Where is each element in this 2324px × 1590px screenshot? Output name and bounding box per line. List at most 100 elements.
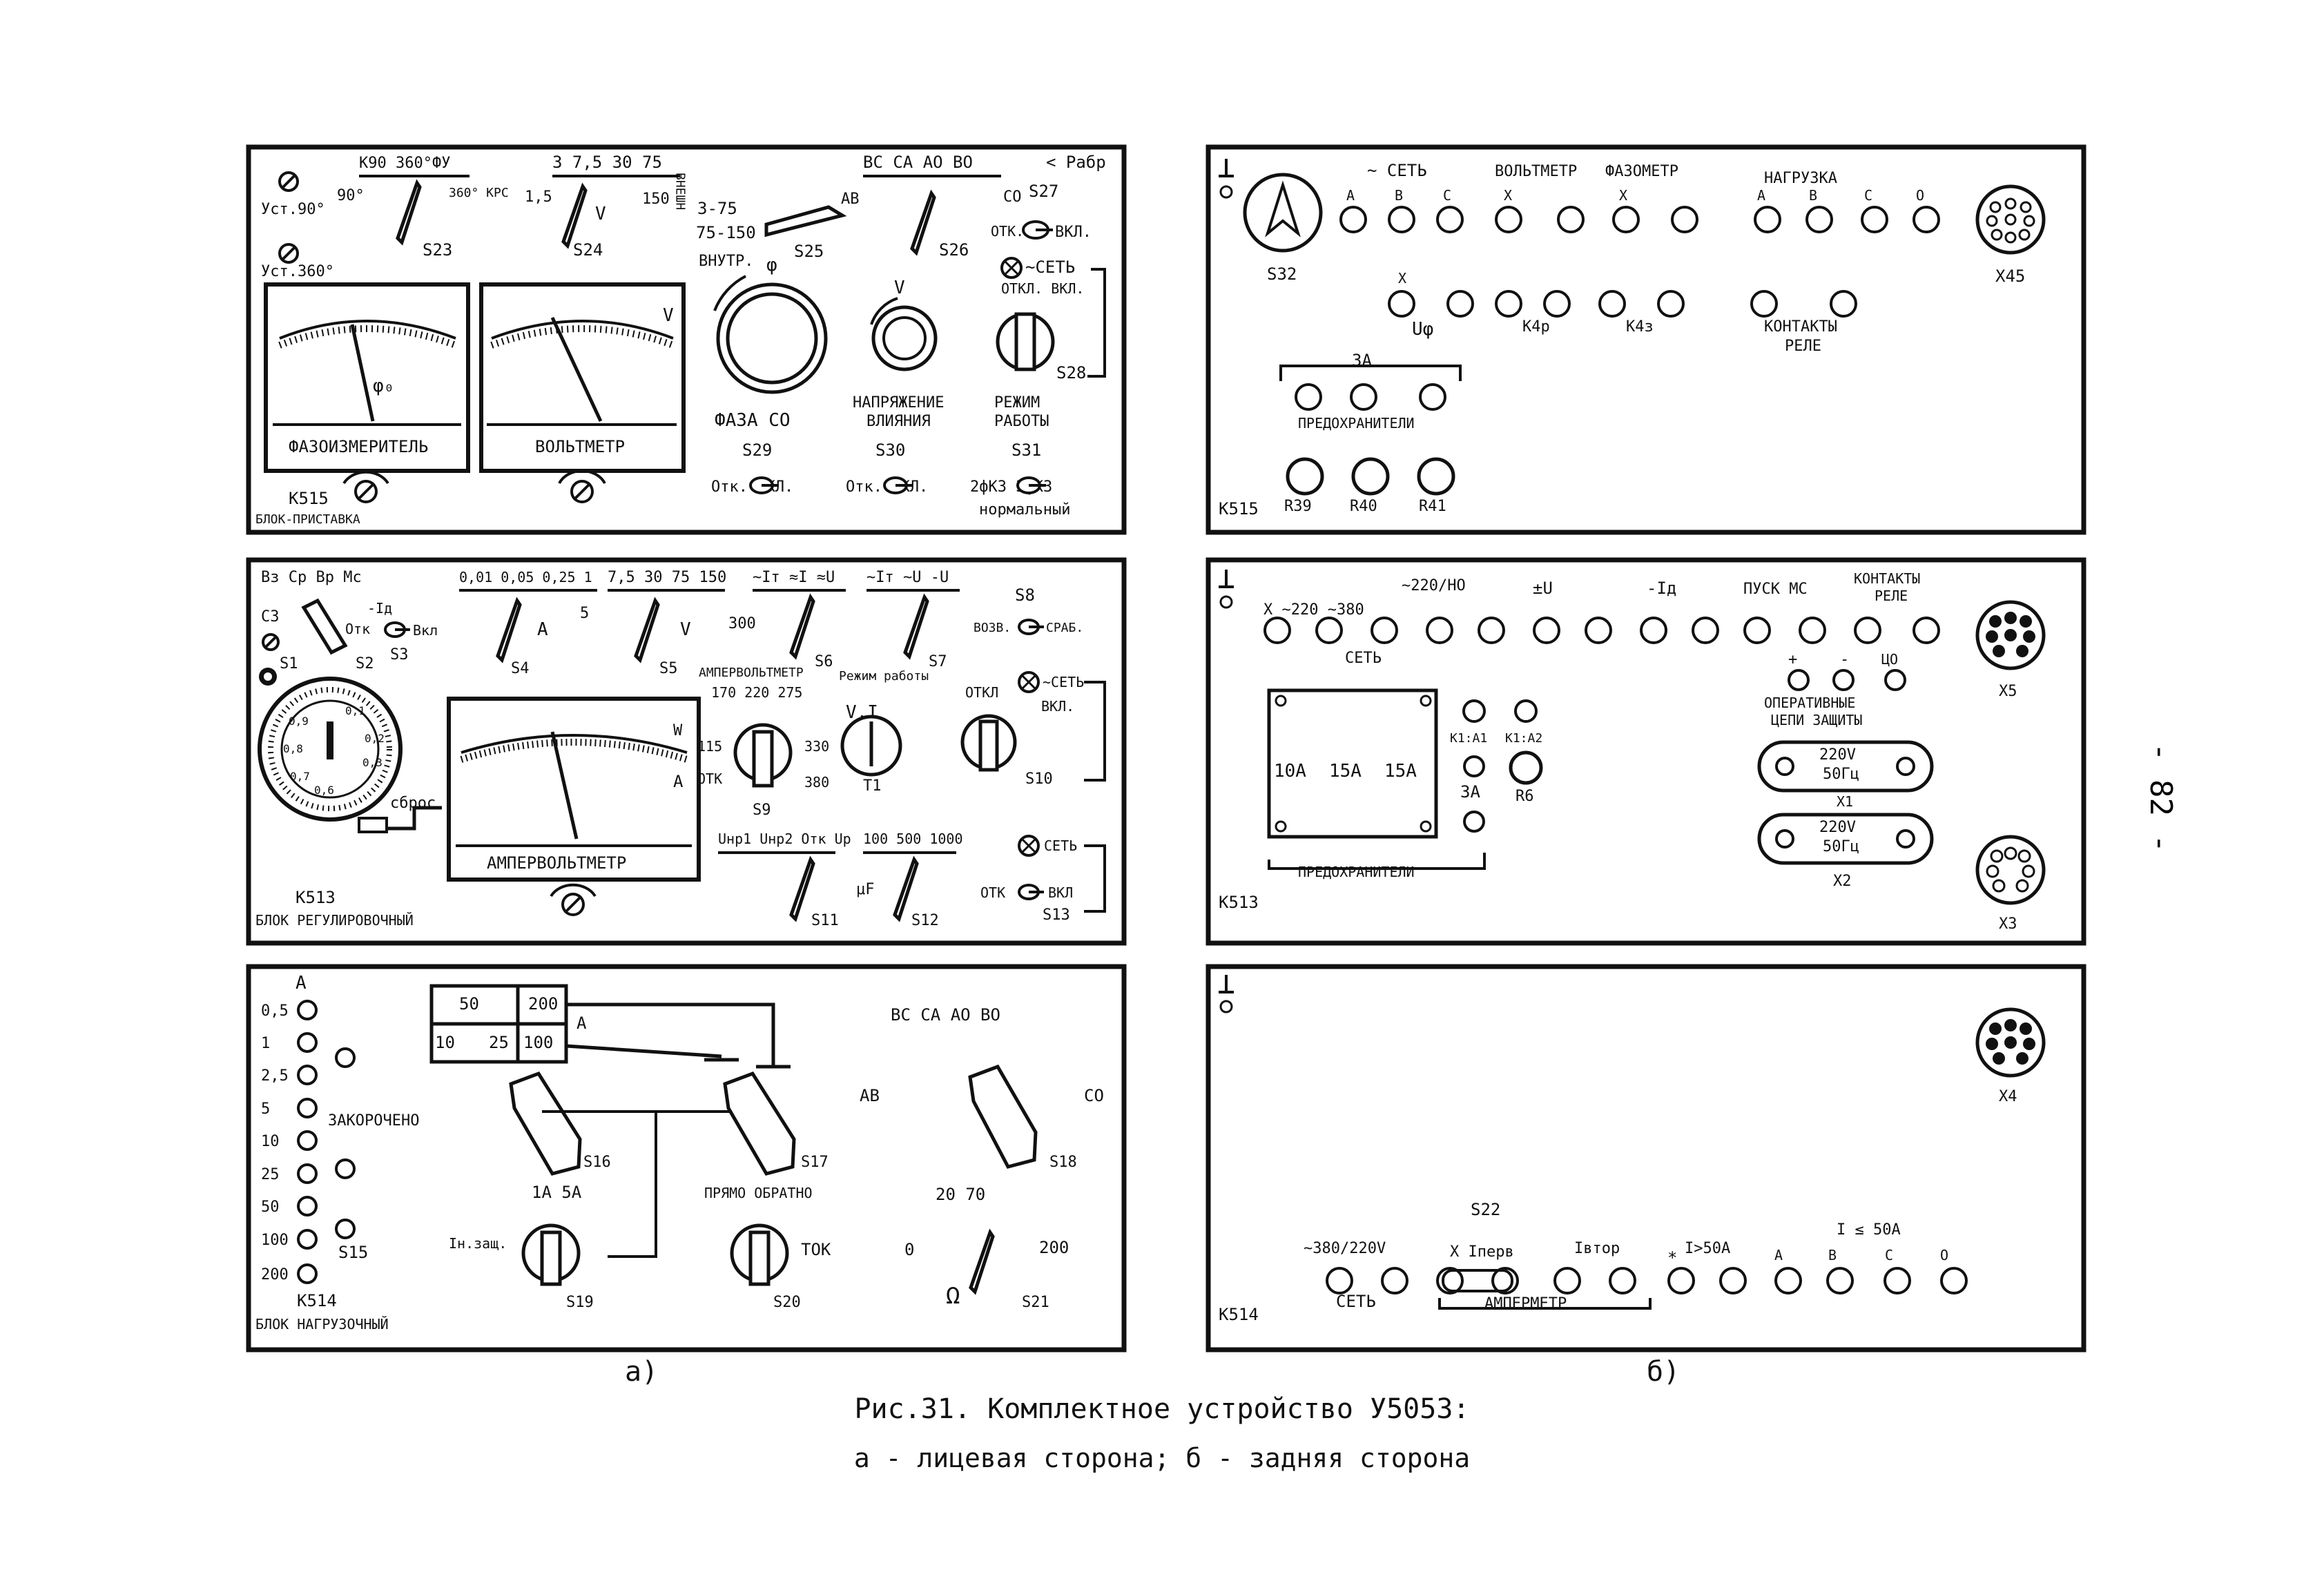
current-jack[interactable] <box>297 1130 318 1151</box>
current-jack[interactable] <box>297 1098 318 1118</box>
op-plus-jack[interactable] <box>1788 669 1810 691</box>
r40-knob[interactable] <box>1351 457 1390 496</box>
jack-terminal[interactable] <box>1884 1267 1911 1295</box>
s1-adjust-icon[interactable] <box>262 633 280 651</box>
op-minus-jack[interactable] <box>1832 669 1855 691</box>
jack-terminal[interactable] <box>1657 290 1685 318</box>
voltage-dial[interactable] <box>870 297 938 371</box>
jack-terminal[interactable] <box>1826 1267 1854 1295</box>
jack-terminal[interactable] <box>1754 206 1781 233</box>
jack-terminal[interactable] <box>1799 617 1826 644</box>
current-jack[interactable] <box>297 1196 318 1216</box>
jack-terminal[interactable] <box>1478 617 1505 644</box>
jack-terminal[interactable] <box>1339 206 1367 233</box>
jack-terminal[interactable] <box>1913 617 1940 644</box>
s10-rotary[interactable] <box>960 714 1017 772</box>
jack-terminal[interactable] <box>1263 617 1291 644</box>
jack-terminal[interactable] <box>1381 1267 1408 1295</box>
x3-connector[interactable] <box>1975 835 2046 905</box>
s15-jack[interactable] <box>335 1219 356 1239</box>
mode-dial[interactable] <box>840 715 902 777</box>
x5-connector[interactable] <box>1975 600 2046 670</box>
jack-terminal[interactable] <box>1598 290 1626 318</box>
s8-toggle[interactable] <box>1018 619 1044 635</box>
s24-switch[interactable] <box>563 186 585 246</box>
jack-terminal[interactable] <box>1719 1267 1747 1295</box>
s5-switch[interactable] <box>636 601 658 660</box>
jack-terminal[interactable] <box>1388 206 1415 233</box>
s17-switch[interactable] <box>723 1071 796 1176</box>
s30-toggle[interactable] <box>883 476 913 494</box>
jack-terminal[interactable] <box>1805 206 1833 233</box>
x45-connector[interactable] <box>1975 184 2046 255</box>
jack-terminal[interactable] <box>1371 617 1398 644</box>
s28-rotary[interactable] <box>996 312 1055 371</box>
jack-terminal[interactable] <box>1446 290 1474 318</box>
op-co-jack[interactable] <box>1884 669 1906 691</box>
s27-toggle[interactable] <box>1022 220 1053 240</box>
jack-terminal[interactable] <box>1612 206 1640 233</box>
phase-meter-zero-adjust-icon[interactable] <box>342 470 389 503</box>
jack-terminal[interactable] <box>1640 617 1667 644</box>
s9-rotary[interactable] <box>733 723 793 788</box>
jack-terminal[interactable] <box>1609 1267 1636 1295</box>
jack-terminal[interactable] <box>1436 206 1464 233</box>
s4-switch[interactable] <box>498 601 520 660</box>
s23-switch[interactable] <box>398 183 420 242</box>
s29-toggle[interactable] <box>749 476 779 494</box>
phase-dial[interactable] <box>713 275 828 394</box>
jack-terminal[interactable] <box>1557 206 1585 233</box>
jack-terminal[interactable] <box>1426 617 1453 644</box>
s20-rotary[interactable] <box>730 1223 789 1286</box>
socket-x1[interactable] <box>1757 740 1934 793</box>
s31-toggle[interactable] <box>1016 476 1046 494</box>
amper-meter-zero-adjust-icon[interactable] <box>550 883 597 916</box>
s12-switch[interactable] <box>895 860 917 919</box>
r41-knob[interactable] <box>1417 457 1455 496</box>
current-jack[interactable] <box>297 1229 318 1250</box>
current-jack[interactable] <box>297 1032 318 1053</box>
jack-terminal[interactable] <box>1553 1267 1581 1295</box>
reset-button[interactable] <box>358 806 442 833</box>
jack-terminal[interactable] <box>1750 290 1778 318</box>
current-jack[interactable] <box>297 1065 318 1085</box>
current-jack[interactable] <box>297 1263 318 1284</box>
s22-link[interactable] <box>1442 1269 1513 1292</box>
jack-terminal[interactable] <box>1667 1267 1695 1295</box>
s32-rotary[interactable] <box>1243 173 1323 253</box>
current-jack[interactable] <box>297 1163 318 1184</box>
jack-terminal[interactable] <box>1743 617 1771 644</box>
jack-terminal[interactable] <box>1830 290 1857 318</box>
jack-terminal[interactable] <box>1692 617 1719 644</box>
s7-switch[interactable] <box>905 597 927 657</box>
r39-knob[interactable] <box>1286 457 1324 496</box>
s3-toggle[interactable] <box>384 621 410 638</box>
jack-terminal[interactable] <box>1495 290 1522 318</box>
jack-terminal[interactable] <box>1533 617 1560 644</box>
s25-switch[interactable] <box>764 205 847 237</box>
s16-switch[interactable] <box>509 1071 582 1176</box>
s2-switch[interactable] <box>301 598 348 655</box>
s21-switch[interactable] <box>971 1232 993 1292</box>
jack-terminal[interactable] <box>1671 206 1698 233</box>
s6-switch[interactable] <box>791 597 813 657</box>
current-jack[interactable] <box>297 1000 318 1020</box>
jack-terminal[interactable] <box>1436 1267 1464 1295</box>
jack-terminal[interactable] <box>1543 290 1571 318</box>
jack-terminal[interactable] <box>1388 290 1415 318</box>
jack-terminal[interactable] <box>1315 617 1343 644</box>
jack-terminal[interactable] <box>1913 206 1940 233</box>
s18-switch[interactable] <box>968 1064 1038 1169</box>
r6-knob[interactable] <box>1509 750 1543 785</box>
jack-terminal[interactable] <box>1861 206 1888 233</box>
ust360-adjust-icon[interactable] <box>278 243 299 264</box>
x4-connector[interactable] <box>1975 1007 2046 1078</box>
jack-terminal[interactable] <box>1774 1267 1802 1295</box>
jack-terminal[interactable] <box>1585 617 1612 644</box>
jack-terminal[interactable] <box>1326 1267 1353 1295</box>
jack-terminal[interactable] <box>1940 1267 1968 1295</box>
s26-switch[interactable] <box>912 193 934 253</box>
s19-rotary[interactable] <box>521 1223 581 1286</box>
jack-terminal[interactable] <box>1495 206 1522 233</box>
socket-x2[interactable] <box>1757 813 1934 865</box>
